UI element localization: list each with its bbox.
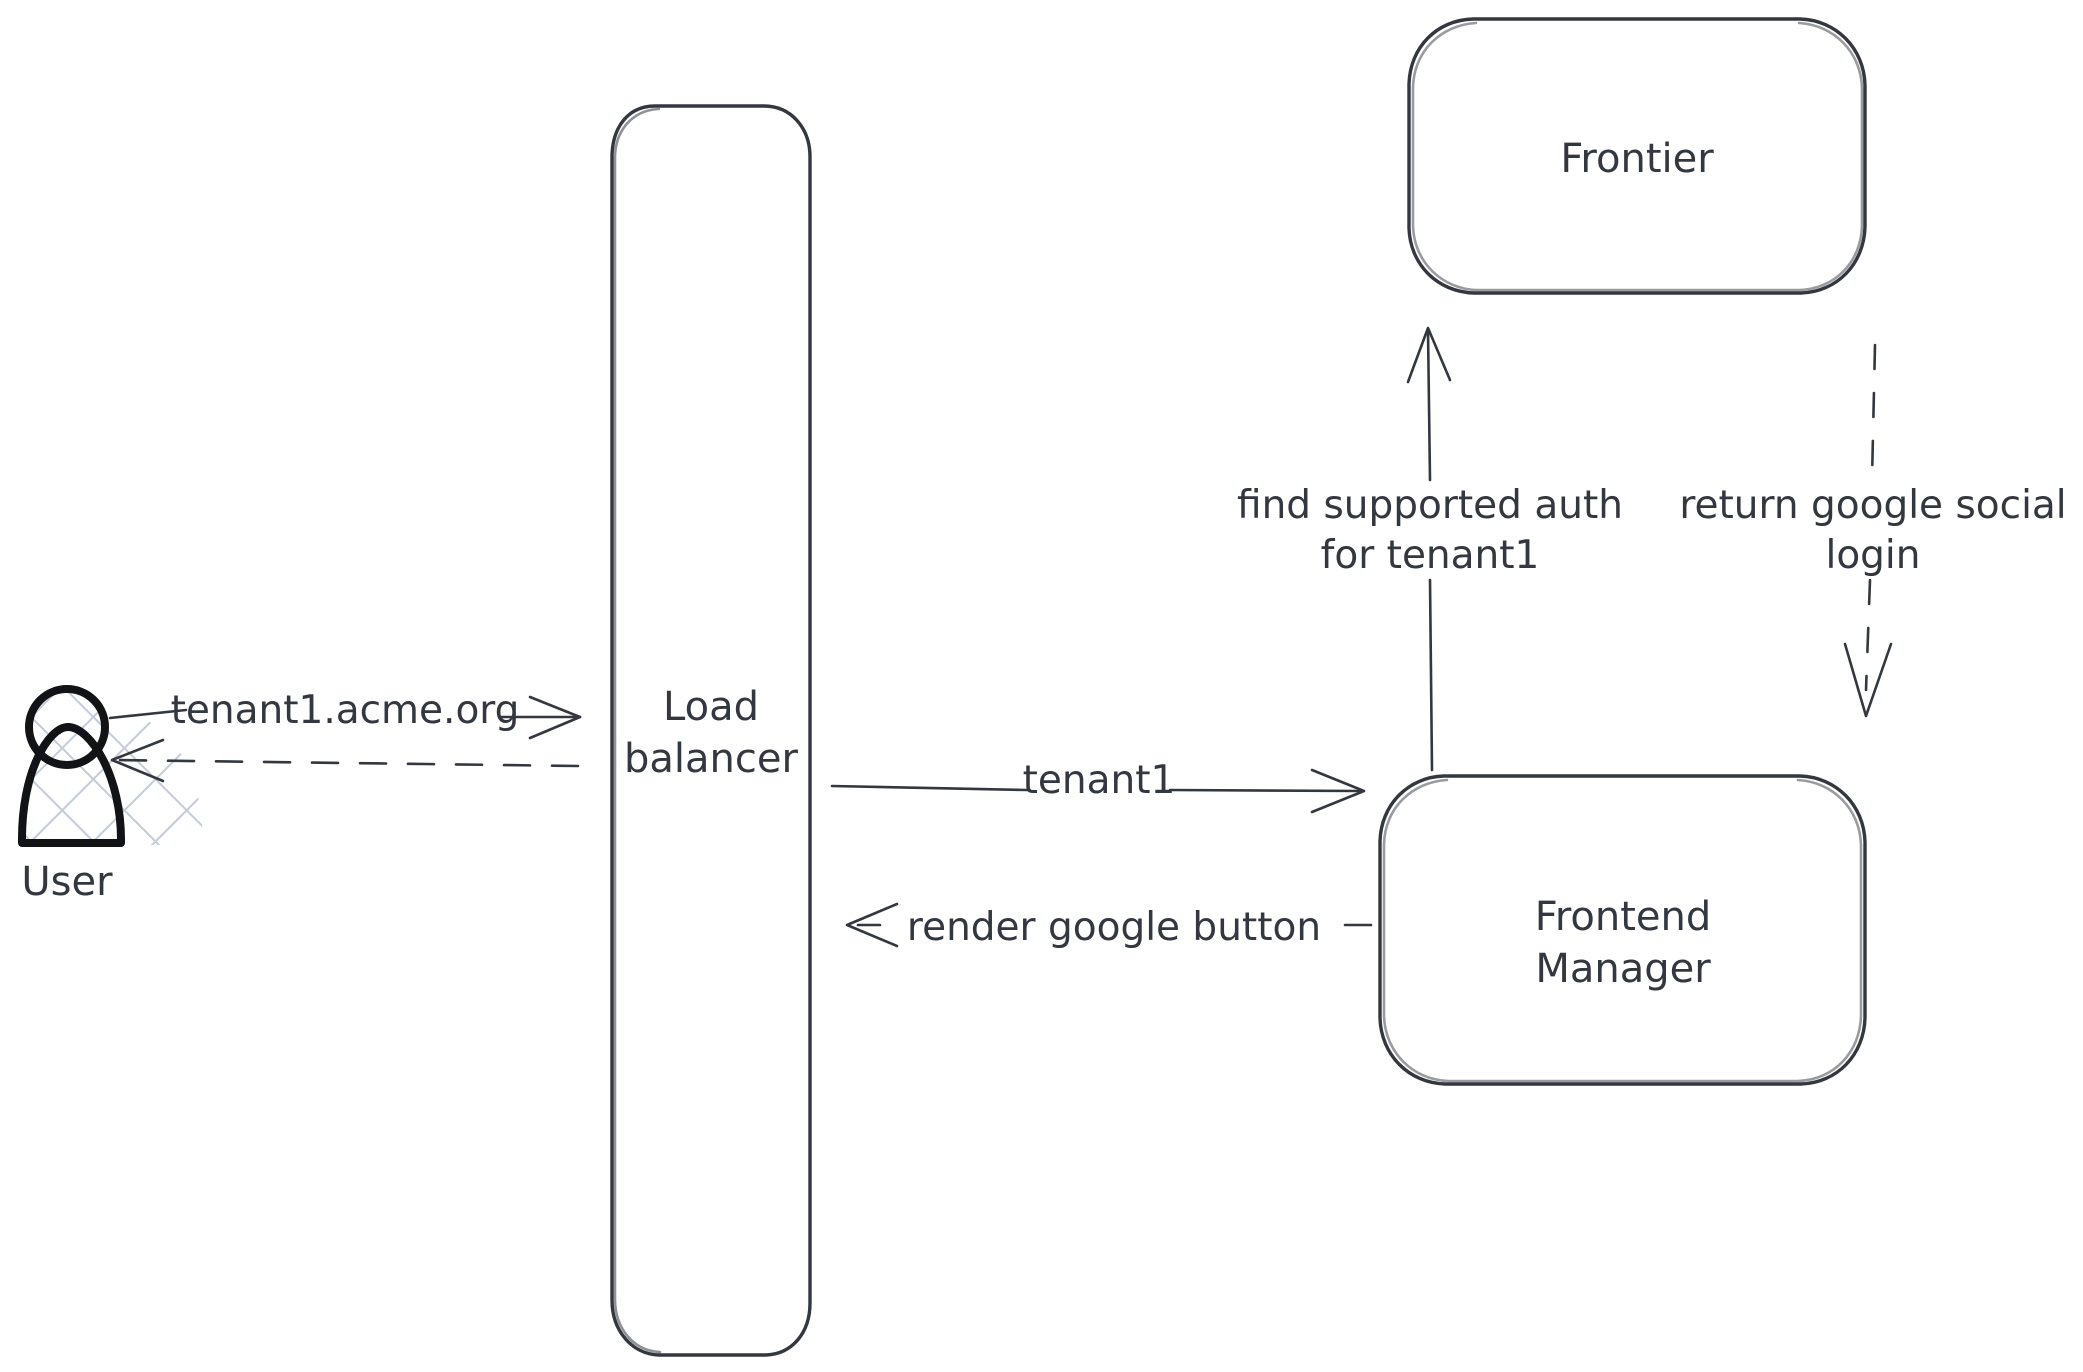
edge-user-to-load-balancer[interactable]: tenant1.acme.org: [108, 688, 582, 740]
edge-lb-to-fm-arrowhead: [1310, 768, 1366, 814]
edge-frontier-to-fm-line-upper: [1870, 343, 1877, 482]
frontend-manager-outline-sketch: [1382, 778, 1863, 1083]
frontier-outline: [1407, 17, 1867, 295]
edge-frontier-to-fm-line-lower: [1864, 578, 1872, 692]
edge-user-to-lb-label: tenant1.acme.org: [171, 688, 520, 733]
edge-fm-to-lb-label: render google button: [907, 905, 1321, 950]
frontend-manager-label-line1: Frontend: [1535, 894, 1712, 940]
edge-fm-to-lb-arrowhead: [845, 902, 899, 948]
frontier-outline-sketch: [1411, 21, 1864, 292]
edge-frontend-manager-to-load-balancer[interactable]: render google button: [845, 902, 1373, 950]
edge-lb-to-user-arrowhead: [110, 738, 165, 783]
edge-fm-to-frontier-line-lower: [1428, 578, 1434, 772]
edge-lb-to-user-line: [113, 758, 580, 768]
edge-frontier-to-frontend-manager[interactable]: return google social login: [1679, 343, 2067, 718]
edge-fm-to-frontier-arrowhead: [1406, 326, 1452, 384]
edge-user-to-lb-arrowhead: [528, 695, 582, 740]
edge-fm-to-frontier-line-upper: [1426, 328, 1432, 482]
load-balancer-outline: [610, 104, 812, 1357]
frontend-manager-outline: [1378, 774, 1867, 1086]
edge-lb-to-fm-line-right: [1168, 788, 1364, 793]
edge-frontier-to-fm-label-line2: login: [1825, 533, 1920, 578]
frontier-label: Frontier: [1560, 136, 1714, 182]
edge-fm-to-frontier-label-line2: for tenant1: [1321, 533, 1540, 578]
edge-fm-to-frontier-label-line1: find supported auth: [1237, 483, 1623, 528]
edge-frontier-to-fm-label-line1: return google social: [1679, 483, 2066, 528]
user-body-icon: [17, 723, 126, 847]
edge-frontend-manager-to-frontier[interactable]: find supported auth for tenant1: [1237, 326, 1623, 772]
load-balancer-outline-sketch: [613, 107, 662, 1354]
node-frontier[interactable]: Frontier: [1407, 17, 1867, 295]
user-head-icon: [25, 685, 109, 769]
edge-frontier-to-fm-arrowhead: [1843, 642, 1893, 718]
node-load-balancer[interactable]: Load balancer: [610, 104, 812, 1357]
frontend-manager-label-line2: Manager: [1535, 946, 1711, 992]
load-balancer-label-line1: Load: [663, 684, 759, 730]
load-balancer-label-line2: balancer: [624, 736, 798, 782]
edge-load-balancer-to-user[interactable]: [110, 738, 580, 783]
edge-load-balancer-to-frontend-manager[interactable]: tenant1: [830, 758, 1366, 814]
node-frontend-manager[interactable]: Frontend Manager: [1378, 774, 1867, 1086]
actor-user-label: User: [21, 859, 113, 905]
edge-user-to-lb-line-left: [108, 708, 188, 720]
edge-lb-to-fm-label: tenant1: [1023, 758, 1176, 803]
edge-lb-to-fm-line-left: [830, 784, 1029, 792]
